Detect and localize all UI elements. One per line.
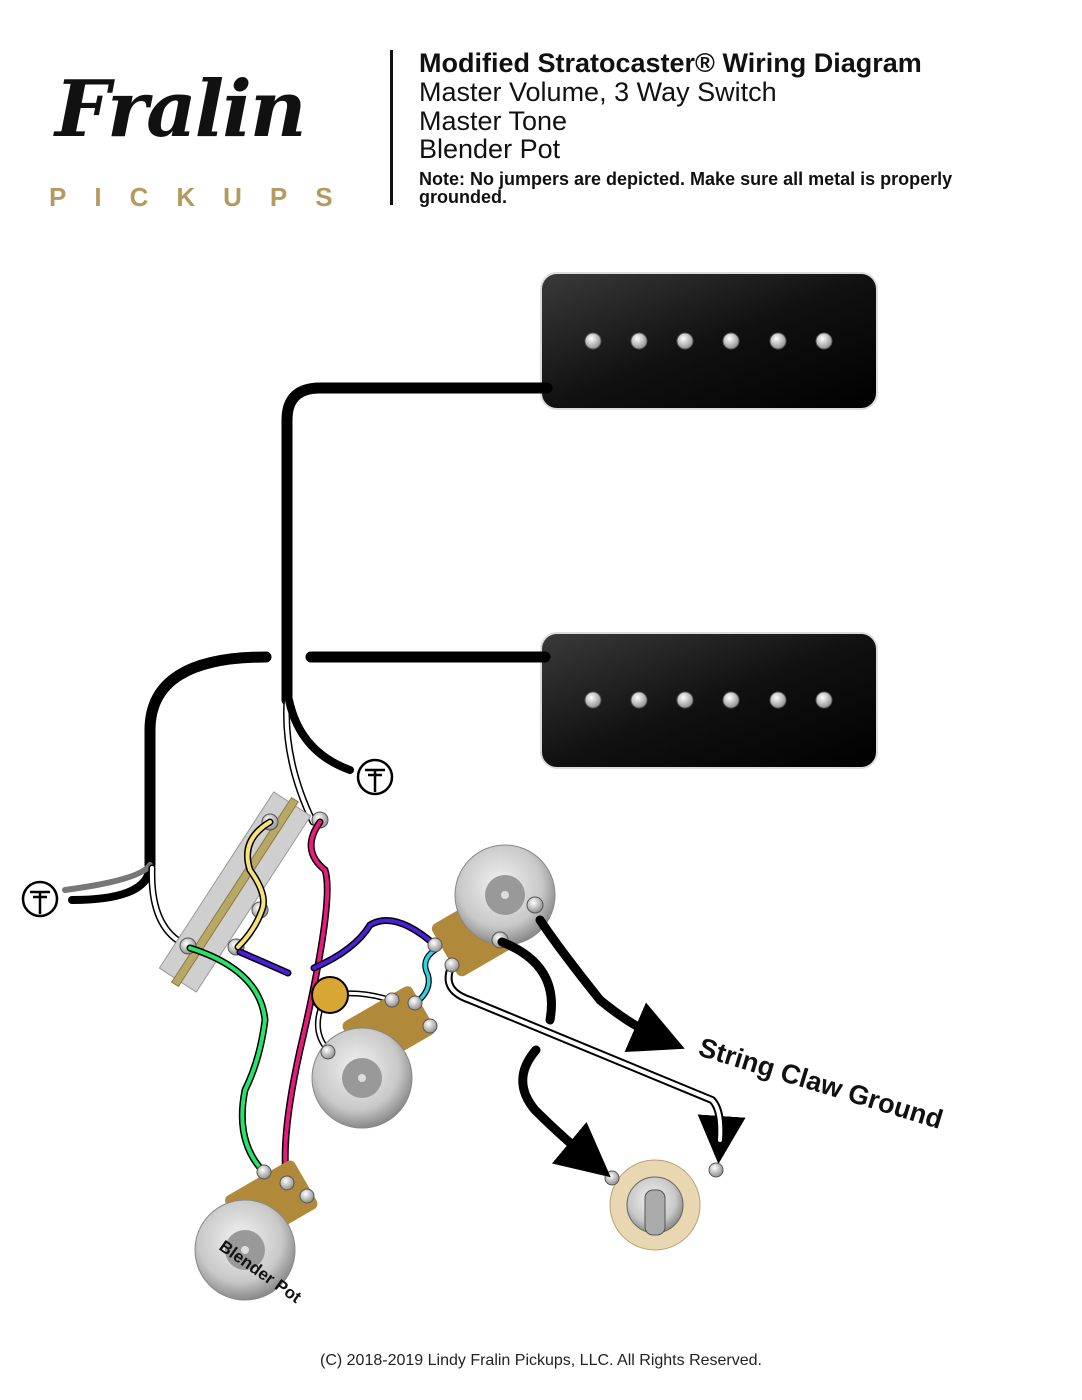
subtitle-line-1: Master Volume, 3 Way Switch — [419, 77, 777, 107]
neck-pickup-wires — [281, 382, 553, 826]
ground-symbol-left — [21, 880, 59, 918]
volume-pot — [427, 844, 556, 977]
header-divider — [390, 50, 393, 205]
blender-pot — [194, 1160, 318, 1301]
colored-wires — [186, 818, 746, 1186]
string-claw-ground-label: String Claw Ground — [695, 1032, 946, 1135]
logo-script: Fralin — [55, 64, 307, 155]
grounding-note: Note: No jumpers are depicted. Make sure… — [419, 168, 953, 207]
bridge-pickup — [540, 632, 878, 769]
fralin-logo: Fralin PICKUPS — [45, 40, 375, 215]
output-jack — [604, 1159, 724, 1251]
logo-subtitle: PICKUPS — [49, 182, 361, 212]
ground-symbol-top — [356, 758, 394, 796]
diagram-title: Modified Stratocaster® Wiring Diagram — [419, 48, 922, 78]
header: Modified Stratocaster® Wiring Diagram Ma… — [419, 48, 1019, 206]
tone-capacitor — [311, 976, 349, 1014]
subtitle-line-3: Blender Pot — [419, 134, 561, 164]
copyright-footer: (C) 2018-2019 Lindy Fralin Pickups, LLC.… — [320, 1352, 762, 1369]
subtitle-line-2: Master Tone — [419, 105, 568, 136]
ground-arrows — [497, 915, 685, 1178]
neck-pickup — [540, 272, 878, 410]
three-way-switch — [158, 791, 329, 993]
tone-pot — [311, 986, 438, 1129]
